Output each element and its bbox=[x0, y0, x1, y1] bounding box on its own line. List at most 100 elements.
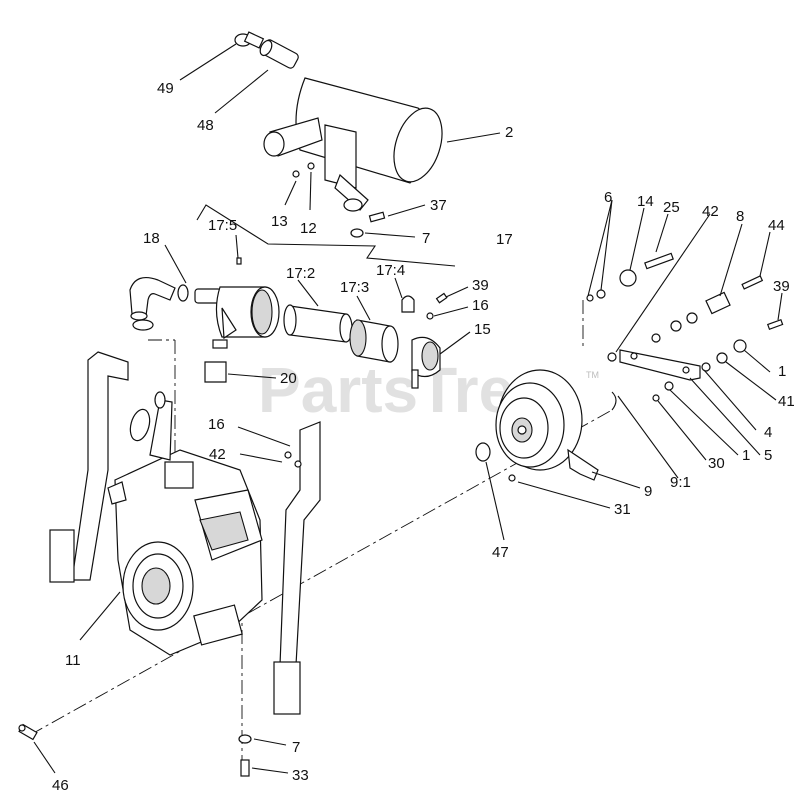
leader-16-mid bbox=[237, 426, 291, 447]
leader-6a bbox=[587, 199, 613, 297]
callout-17-5: 17:5 bbox=[208, 217, 237, 234]
leader-6b bbox=[600, 199, 613, 291]
wire-9-1 bbox=[611, 391, 617, 411]
pin-44 bbox=[741, 275, 764, 290]
leader-25 bbox=[655, 213, 669, 253]
leader-42-right bbox=[615, 213, 711, 353]
fitting-46 bbox=[18, 723, 38, 741]
muffler bbox=[263, 77, 443, 212]
callout-17-4: 17:4 bbox=[376, 262, 405, 279]
right-mount-bracket bbox=[273, 421, 321, 715]
callout-31: 31 bbox=[614, 501, 631, 518]
callout-7-top: 7 bbox=[422, 230, 430, 247]
callout-39-top: 39 bbox=[472, 277, 489, 294]
callout-12: 12 bbox=[300, 220, 317, 237]
leader-13 bbox=[284, 180, 297, 206]
callout-44: 44 bbox=[768, 217, 785, 234]
callout-20: 20 bbox=[280, 370, 297, 387]
leader-30 bbox=[657, 400, 707, 461]
leader-7-top bbox=[364, 232, 416, 238]
bolt-25 bbox=[644, 252, 674, 270]
callout-42-mid: 42 bbox=[209, 446, 226, 463]
callout-18: 18 bbox=[143, 230, 160, 247]
bracket-4 bbox=[619, 349, 701, 381]
callout-9-1: 9:1 bbox=[670, 474, 691, 491]
leader-9 bbox=[591, 471, 641, 489]
callout-15: 15 bbox=[474, 321, 491, 338]
washer-16-top bbox=[426, 312, 434, 320]
leader-49 bbox=[179, 43, 237, 81]
callout-4: 4 bbox=[764, 424, 772, 441]
leader-1-right bbox=[743, 349, 771, 373]
leader-7-bottom bbox=[253, 738, 287, 746]
nut-13 bbox=[292, 170, 300, 178]
air-cleaner-cover bbox=[349, 319, 399, 363]
leader-9-1 bbox=[617, 395, 679, 479]
callout-30: 30 bbox=[708, 455, 725, 472]
fitting-20 bbox=[204, 339, 228, 383]
leader-4 bbox=[703, 369, 757, 431]
callout-17: 17 bbox=[496, 231, 513, 248]
bearing-47 bbox=[475, 442, 491, 462]
bolt-31 bbox=[508, 474, 516, 482]
washer-6b bbox=[596, 289, 606, 299]
callout-5: 5 bbox=[764, 447, 772, 464]
callout-48: 48 bbox=[197, 117, 214, 134]
muffler-clamp bbox=[234, 31, 265, 49]
washer-30 bbox=[652, 394, 660, 402]
screw-39-top bbox=[435, 292, 448, 304]
leader-20 bbox=[227, 373, 277, 379]
leader-17-2 bbox=[297, 279, 319, 307]
spacer-14 bbox=[619, 269, 637, 287]
leader-47 bbox=[485, 461, 505, 541]
leader-12 bbox=[309, 171, 312, 211]
callout-41: 41 bbox=[778, 393, 795, 410]
air-cleaner-strap bbox=[401, 295, 415, 313]
leader-48 bbox=[214, 69, 269, 114]
bolt-33 bbox=[240, 759, 250, 777]
callout-39-right: 39 bbox=[773, 278, 790, 295]
washer-right-3 bbox=[686, 312, 698, 324]
washer-12 bbox=[307, 162, 315, 170]
leader-37 bbox=[387, 204, 426, 217]
callout-1-lower: 1 bbox=[742, 447, 750, 464]
leader-33 bbox=[251, 767, 289, 774]
nut-right-5 bbox=[716, 352, 728, 364]
washer-41 bbox=[733, 339, 747, 353]
left-mount-bracket bbox=[49, 351, 129, 583]
callout-14: 14 bbox=[637, 193, 654, 210]
leader-42-mid bbox=[239, 453, 283, 463]
callout-16-top: 16 bbox=[472, 297, 489, 314]
washer-1-lower bbox=[664, 381, 674, 391]
screw-39-right bbox=[766, 318, 784, 330]
callout-17-2: 17:2 bbox=[286, 265, 315, 282]
nut-right-2 bbox=[670, 320, 682, 332]
callout-46: 46 bbox=[52, 777, 69, 794]
callout-11: 11 bbox=[65, 652, 81, 669]
air-cleaner-mount-bracket bbox=[411, 336, 441, 389]
callout-42-right: 42 bbox=[702, 203, 719, 220]
leader-41 bbox=[725, 361, 777, 401]
valve-17-5 bbox=[236, 257, 242, 265]
air-filter-element bbox=[283, 304, 353, 343]
callout-7-bottom: 7 bbox=[292, 739, 300, 756]
callout-8: 8 bbox=[736, 208, 744, 225]
leader-14 bbox=[629, 207, 645, 271]
leader-39-top bbox=[445, 286, 469, 298]
leader-17-5 bbox=[235, 234, 239, 259]
leader-16-top bbox=[433, 306, 469, 317]
bracket-17 bbox=[196, 204, 456, 267]
leader-2 bbox=[446, 132, 501, 143]
leader-18 bbox=[164, 244, 187, 284]
exhaust-pipe bbox=[259, 39, 299, 69]
leader-15 bbox=[439, 331, 471, 355]
engine bbox=[107, 391, 263, 656]
leader-17-4 bbox=[394, 277, 403, 299]
callout-25: 25 bbox=[663, 199, 680, 216]
leader-39-right bbox=[777, 292, 783, 321]
callout-1-right: 1 bbox=[778, 363, 786, 380]
washer-6a bbox=[586, 294, 594, 302]
callout-33: 33 bbox=[292, 767, 309, 784]
callout-49: 49 bbox=[157, 80, 174, 97]
